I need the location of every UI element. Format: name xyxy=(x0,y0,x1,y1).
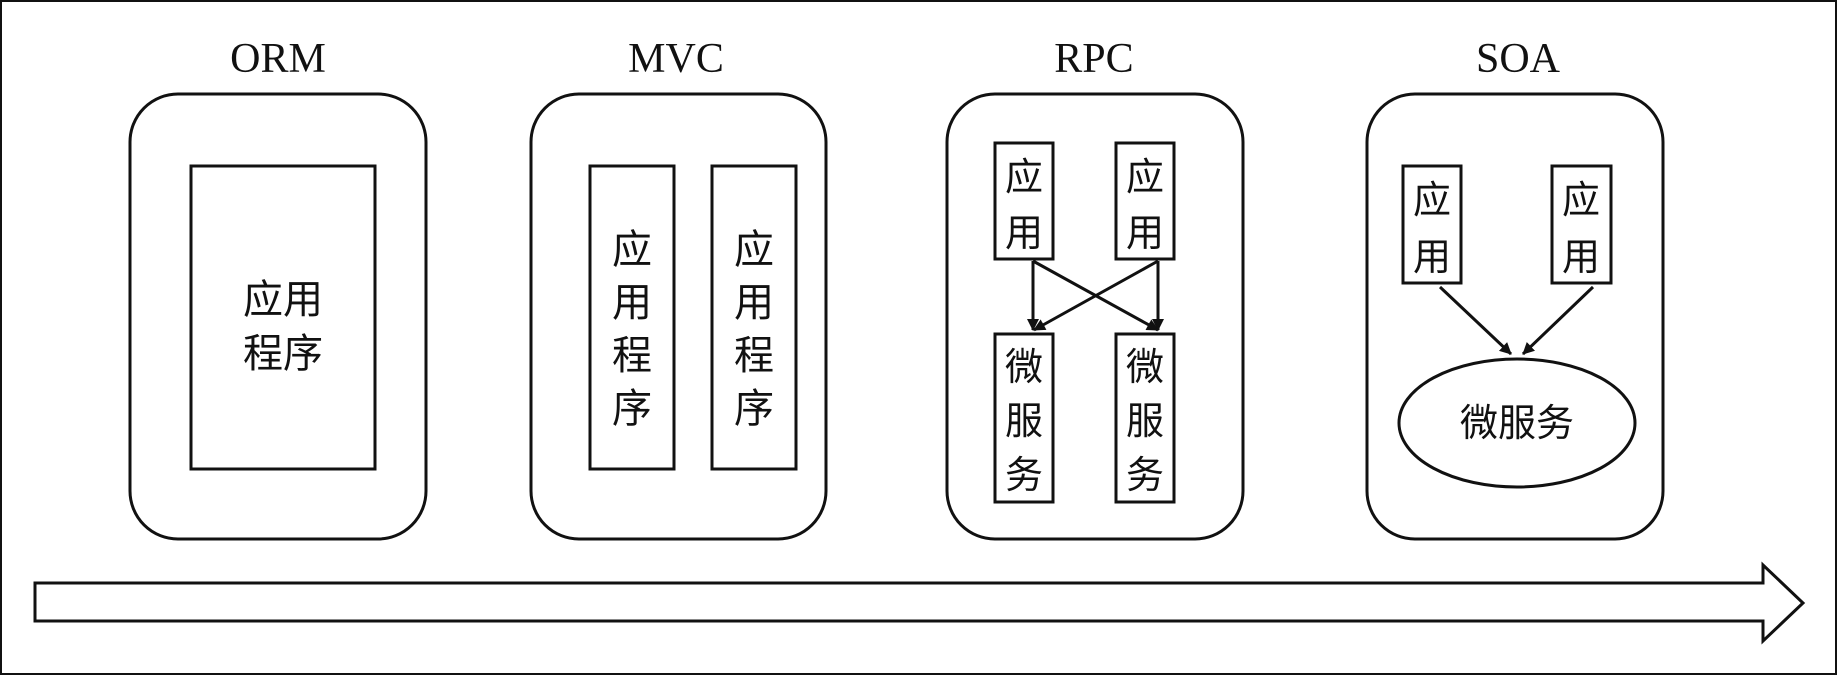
service-label-rpc-1-char2: 服 xyxy=(1005,399,1043,443)
service-label-rpc-2-char3: 务 xyxy=(1126,453,1164,497)
app-label-mvc-2-char4: 序 xyxy=(734,386,774,432)
app-label-rpc-2-char1: 应 xyxy=(1126,155,1164,199)
evolution-timeline-arrow xyxy=(33,561,1806,645)
app-label-soa-1-char2: 用 xyxy=(1413,235,1451,279)
arrow-soa-app2-service xyxy=(1521,285,1595,356)
arrow-soa-app1-service xyxy=(1438,285,1513,356)
stage-title-mvc: MVC xyxy=(628,36,724,82)
app-label-orm-line1: 应用 xyxy=(243,277,323,323)
app-label-mvc-2-char3: 程 xyxy=(734,333,774,379)
stage-rpc: RPC 应 用 应 用 微 服 务 微 服 务 xyxy=(945,36,1245,541)
stage-title-orm: ORM xyxy=(230,36,326,82)
service-ellipse-soa xyxy=(1397,357,1637,489)
app-label-rpc-1-char2: 用 xyxy=(1005,211,1043,255)
app-box-mvc-1 xyxy=(588,164,676,471)
app-label-mvc-1-char2: 用 xyxy=(612,280,652,326)
service-label-rpc-1-char3: 务 xyxy=(1005,453,1043,497)
app-box-mvc-2 xyxy=(710,164,798,471)
service-label-soa: 微服务 xyxy=(1460,401,1574,445)
stage-title-rpc: RPC xyxy=(1054,36,1133,82)
app-label-rpc-2-char2: 用 xyxy=(1126,211,1164,255)
arrow-rpc-app2-service1 xyxy=(1033,259,1159,332)
app-label-mvc-1-char4: 序 xyxy=(612,386,652,432)
stage-orm: ORM 应用 程序 xyxy=(128,36,428,541)
app-label-mvc-1-char3: 程 xyxy=(612,333,652,379)
service-box-rpc-1 xyxy=(993,332,1055,504)
app-box-rpc-2 xyxy=(1114,141,1176,261)
stage-mvc: MVC 应 用 程 序 应 用 程 序 xyxy=(529,36,828,541)
app-label-mvc-2-char1: 应 xyxy=(734,227,774,273)
container-orm xyxy=(128,92,428,541)
app-label-rpc-1-char1: 应 xyxy=(1005,155,1043,199)
app-label-mvc-1-char1: 应 xyxy=(612,227,652,273)
stage-soa: SOA 应 用 应 用 微服务 xyxy=(1365,36,1665,541)
app-label-orm-line2: 程序 xyxy=(243,331,323,377)
container-mvc xyxy=(529,92,828,541)
service-label-rpc-2-char2: 服 xyxy=(1126,399,1164,443)
app-label-soa-2-char2: 用 xyxy=(1562,235,1600,279)
app-box-soa-2 xyxy=(1550,164,1613,285)
stage-title-soa: SOA xyxy=(1476,36,1561,82)
container-rpc xyxy=(945,92,1245,541)
app-label-mvc-2-char2: 用 xyxy=(734,280,774,326)
service-box-rpc-2 xyxy=(1114,332,1176,504)
app-label-soa-1-char1: 应 xyxy=(1413,178,1451,222)
service-label-rpc-2-char1: 微 xyxy=(1126,345,1164,389)
app-box-rpc-1 xyxy=(993,141,1055,261)
app-label-soa-2-char1: 应 xyxy=(1562,178,1600,222)
app-box-orm xyxy=(189,164,377,471)
container-soa xyxy=(1365,92,1665,541)
app-box-soa-1 xyxy=(1401,164,1463,285)
service-label-rpc-1-char1: 微 xyxy=(1005,345,1043,389)
